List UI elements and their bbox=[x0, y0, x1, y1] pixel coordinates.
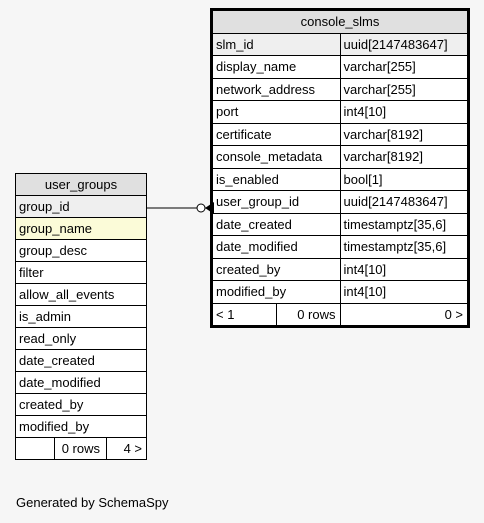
type-display-name: varchar[255] bbox=[339, 55, 468, 79]
type-created-by: int4[10] bbox=[339, 257, 468, 281]
zero-optional-marker bbox=[196, 203, 206, 213]
column-date-created[interactable]: date_created bbox=[212, 212, 341, 236]
type-certificate: varchar[8192] bbox=[339, 122, 468, 146]
column-filter[interactable]: filter bbox=[15, 261, 147, 284]
column-display-name[interactable]: display_name bbox=[212, 55, 341, 79]
type-date-created: timestamptz[35,6] bbox=[339, 212, 468, 236]
column-modified-by[interactable]: modified_by bbox=[15, 415, 147, 438]
footer-row-count: 0 rows bbox=[54, 437, 108, 460]
column-slm-id[interactable]: slm_id bbox=[212, 32, 341, 56]
column-date-modified[interactable]: date_modified bbox=[15, 371, 147, 394]
column-is-enabled[interactable]: is_enabled bbox=[212, 167, 341, 191]
footer-parents[interactable] bbox=[14, 437, 56, 460]
column-group-desc[interactable]: group_desc bbox=[15, 239, 147, 262]
column-port[interactable]: port bbox=[212, 100, 341, 124]
type-console-metadata: varchar[8192] bbox=[339, 145, 468, 169]
type-port: int4[10] bbox=[339, 100, 468, 124]
column-certificate[interactable]: certificate bbox=[212, 122, 341, 146]
column-allow-all-events[interactable]: allow_all_events bbox=[15, 283, 147, 306]
type-is-enabled: bool[1] bbox=[339, 167, 468, 191]
column-date-created[interactable]: date_created bbox=[15, 349, 147, 372]
user-groups-table[interactable]: user_groups group_id group_name group_de… bbox=[14, 173, 147, 460]
column-date-modified[interactable]: date_modified bbox=[212, 235, 341, 259]
console-slms-title[interactable]: console_slms bbox=[212, 10, 468, 34]
footer-children[interactable]: 0 > bbox=[339, 302, 468, 326]
column-network-address[interactable]: network_address bbox=[212, 77, 341, 101]
type-network-address: varchar[255] bbox=[339, 77, 468, 101]
footer-children[interactable]: 4 > bbox=[106, 437, 147, 460]
user-groups-title[interactable]: user_groups bbox=[15, 173, 147, 196]
type-user-group-id: uuid[2147483647] bbox=[339, 190, 468, 214]
column-user-group-id[interactable]: user_group_id bbox=[212, 190, 341, 214]
column-group-name[interactable]: group_name bbox=[15, 217, 147, 240]
column-created-by[interactable]: created_by bbox=[212, 257, 341, 281]
generated-by-text: Generated by SchemaSpy bbox=[16, 495, 169, 510]
footer-parents[interactable]: < 1 bbox=[212, 302, 277, 326]
footer-row-count: 0 rows bbox=[275, 302, 341, 326]
type-date-modified: timestamptz[35,6] bbox=[339, 235, 468, 259]
column-read-only[interactable]: read_only bbox=[15, 327, 147, 350]
column-group-id[interactable]: group_id bbox=[15, 195, 147, 218]
type-modified-by: int4[10] bbox=[339, 280, 468, 304]
column-is-admin[interactable]: is_admin bbox=[15, 305, 147, 328]
column-modified-by[interactable]: modified_by bbox=[212, 280, 341, 304]
column-created-by[interactable]: created_by bbox=[15, 393, 147, 416]
column-console-metadata[interactable]: console_metadata bbox=[212, 145, 341, 169]
type-slm-id: uuid[2147483647] bbox=[339, 32, 468, 56]
